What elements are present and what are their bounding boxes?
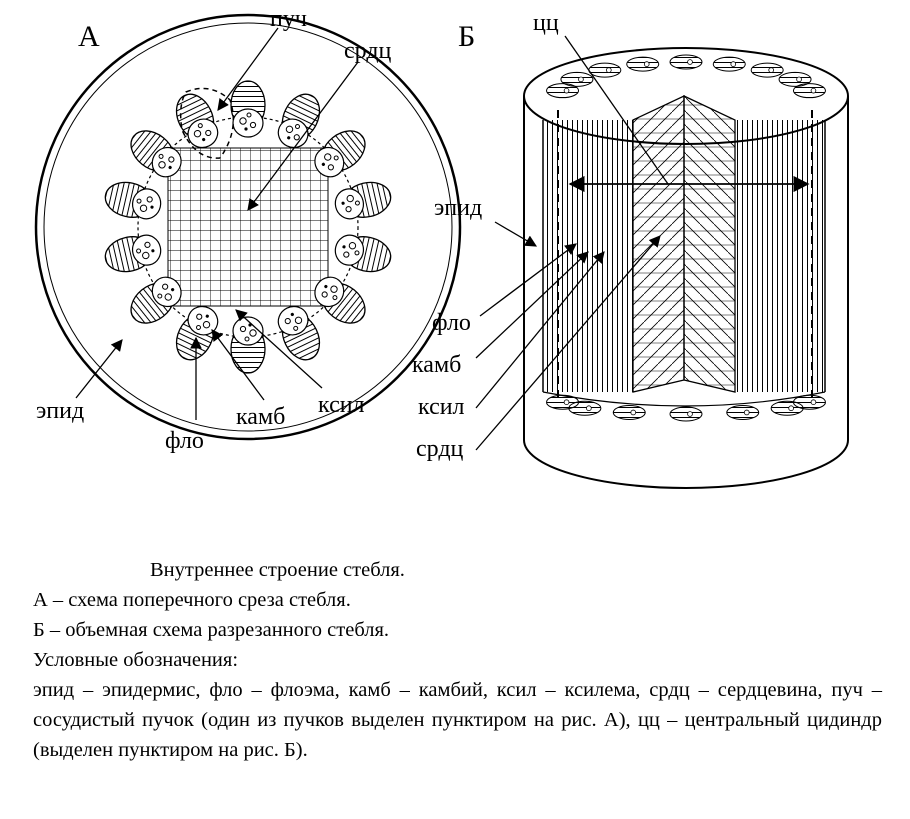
bundle-section bbox=[750, 62, 784, 78]
bundle-section bbox=[612, 404, 646, 420]
vascular-bundle bbox=[334, 234, 392, 273]
vascular-bundle bbox=[175, 305, 219, 361]
caption-line-b: Б – объемная схема разрезанного стебля. bbox=[33, 619, 390, 641]
label-kamb-b: камб bbox=[412, 352, 461, 378]
top-bundle-ring bbox=[546, 54, 826, 99]
cross-section-diagram: А пуч срдц эпид фло камб ксил bbox=[34, 6, 462, 454]
vascular-bundle bbox=[314, 276, 366, 324]
bottom-bundle-ring bbox=[546, 394, 826, 422]
vascular-bundle bbox=[230, 80, 266, 138]
cut-face-right bbox=[735, 120, 825, 392]
epid-pointer-b bbox=[494, 221, 538, 247]
vascular-bundle bbox=[277, 93, 321, 149]
ksil-pointer-b bbox=[475, 251, 605, 409]
caption-legend-text: эпид – эпидермис, фло – флоэма, камб – к… bbox=[33, 679, 882, 761]
bundle-section bbox=[546, 83, 580, 99]
label-epid-b: эпид bbox=[434, 195, 482, 221]
label-epid-a: эпид bbox=[36, 398, 84, 424]
pith-wedge-right bbox=[683, 94, 736, 393]
cc-pointer bbox=[564, 35, 669, 185]
caption-title: Внутреннее строение стебля. bbox=[150, 559, 405, 581]
vascular-bundle bbox=[175, 93, 219, 149]
label-ksil-a: ксил bbox=[318, 392, 365, 418]
bundle-section bbox=[669, 54, 703, 70]
highlighted-bundle-outline bbox=[179, 87, 235, 159]
label-flo-a: фло bbox=[165, 428, 204, 454]
label-cc: цц bbox=[533, 10, 559, 36]
vascular-bundle bbox=[314, 130, 366, 178]
bundle-section bbox=[778, 71, 812, 87]
srdc-pointer-a bbox=[247, 61, 359, 211]
vascular-bundle bbox=[130, 276, 182, 324]
pith-wedge-left bbox=[632, 94, 685, 393]
panel-a-letter: А bbox=[78, 20, 100, 53]
label-ksil-b: ксил bbox=[418, 394, 465, 420]
bundle-section bbox=[770, 400, 804, 416]
stem-structure-figure: А пуч срдц эпид фло камб ксил Б bbox=[34, 6, 849, 489]
vascular-bundle bbox=[230, 316, 266, 374]
pith-grid bbox=[167, 147, 329, 307]
cylinder-body bbox=[523, 96, 849, 489]
vascular-bundle bbox=[104, 181, 162, 220]
bundle-section bbox=[792, 83, 826, 99]
epidermis-inner-ring bbox=[43, 22, 453, 432]
bundle-section bbox=[546, 394, 580, 410]
caption-line-a: А – схема поперечного среза стебля. bbox=[33, 589, 351, 611]
label-flo-b: фло bbox=[432, 310, 471, 336]
stem-3d-diagram: Б цц эпид фло камб ксил срдц bbox=[412, 10, 849, 489]
label-puch: пуч bbox=[270, 6, 307, 32]
label-srdc-a: срдц bbox=[344, 38, 392, 64]
bundle-section bbox=[669, 406, 703, 422]
kamb-pointer-b bbox=[475, 251, 589, 359]
epid-pointer-a bbox=[75, 339, 123, 399]
bundle-section bbox=[588, 62, 622, 78]
vascular-bundle bbox=[104, 234, 162, 273]
caption-legend-heading: Условные обозначения: bbox=[33, 649, 239, 671]
vascular-bundle bbox=[130, 130, 182, 178]
cut-face-left bbox=[543, 120, 633, 392]
ksil-pointer-a bbox=[235, 309, 323, 389]
bundle-section bbox=[726, 404, 760, 420]
bundle-section bbox=[712, 56, 746, 72]
epidermis-outer-ring bbox=[34, 13, 462, 441]
figure-caption: Внутреннее строение стебля. А – схема по… bbox=[0, 555, 910, 765]
vascular-bundles bbox=[104, 80, 392, 374]
vascular-bundle bbox=[277, 305, 321, 361]
panel-b-letter: Б bbox=[458, 20, 475, 53]
flo-pointer-b bbox=[479, 243, 577, 317]
bundle-section bbox=[626, 56, 660, 72]
vascular-bundle bbox=[334, 181, 392, 220]
srdc-pointer-b bbox=[475, 235, 661, 451]
label-srdc-b: срдц bbox=[416, 436, 464, 462]
label-kamb-a: камб bbox=[236, 404, 285, 430]
bundle-section bbox=[560, 71, 594, 87]
kamb-pointer-a bbox=[211, 329, 265, 401]
puch-pointer bbox=[217, 27, 279, 111]
